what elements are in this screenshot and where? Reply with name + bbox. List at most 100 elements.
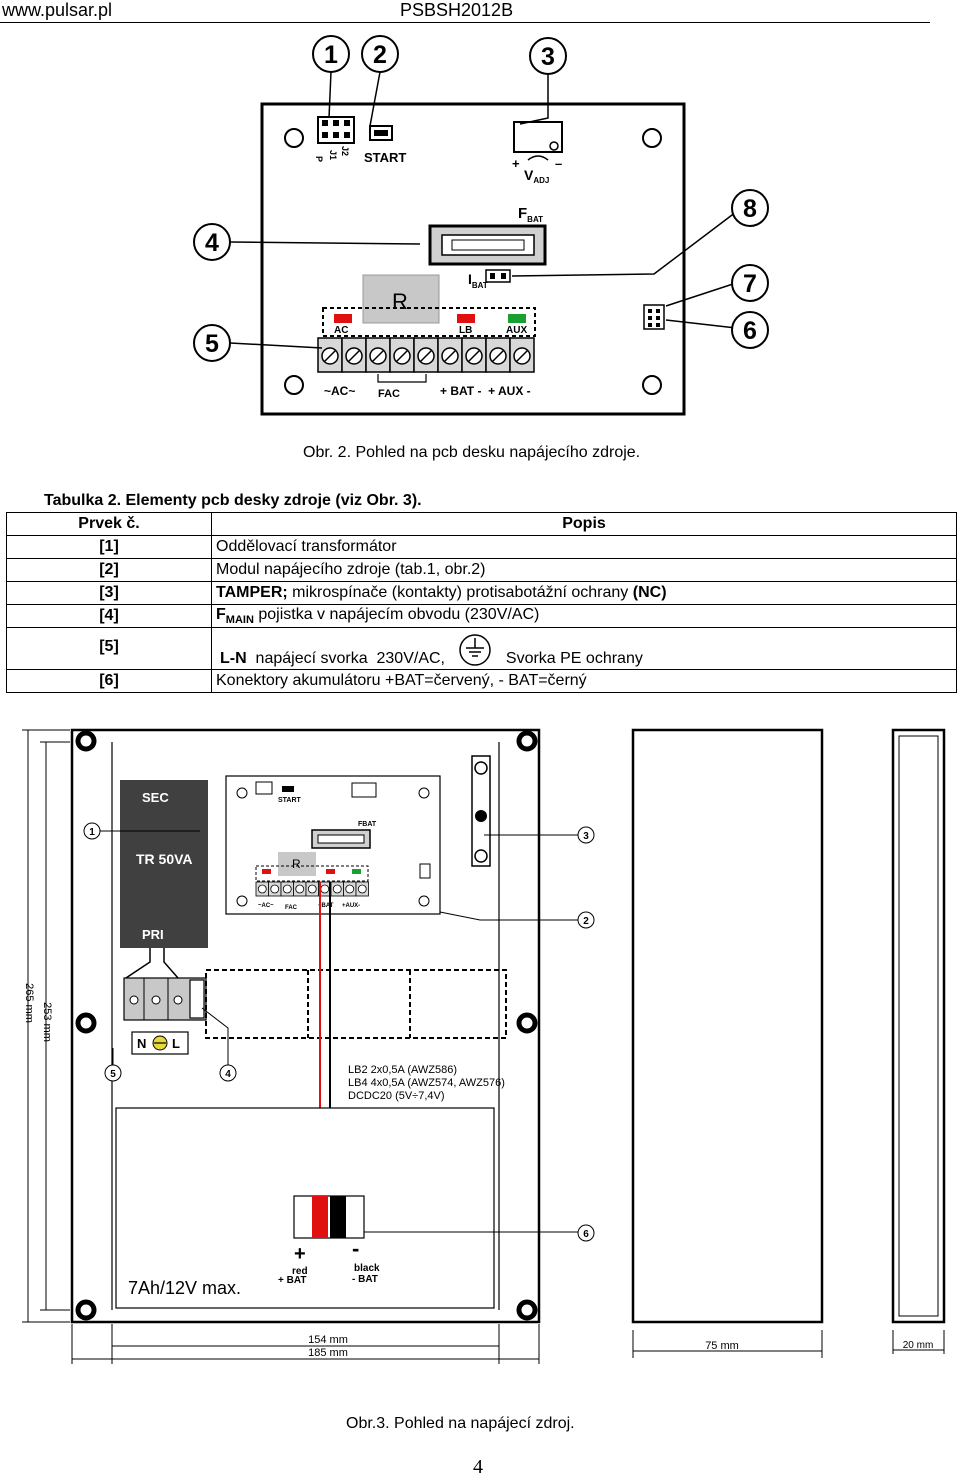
row-desc: L-N napájecí svorka 230V/AC, Svorka PE o… xyxy=(211,627,957,671)
terminal-screw xyxy=(365,337,391,373)
battery-capacity: 7Ah/12V max. xyxy=(128,1278,241,1298)
row-desc: Oddělovací transformátor xyxy=(211,535,957,559)
dim-h-outer: 265 mm xyxy=(23,983,35,1023)
mini-ac: ~AC~ xyxy=(258,903,274,909)
tamper-desc: mikrospínače (kontakty) protisabotážní o… xyxy=(287,584,633,601)
figure2-caption: Obr. 2. Pohled na pcb desku napájecího z… xyxy=(303,444,641,461)
row-desc: Konektory akumulátoru +BAT=červený, - BA… xyxy=(211,669,957,694)
vadj-pot xyxy=(513,121,563,153)
battery-red-term: + BAT xyxy=(278,1275,306,1286)
enclosure-door xyxy=(631,728,824,1324)
mini-terminal-strip xyxy=(255,881,369,897)
fmain-bold: F xyxy=(216,606,226,623)
col-header-item: Prvek č. xyxy=(6,512,212,536)
fbat-label: FBAT xyxy=(518,205,543,224)
mini-start: START xyxy=(278,797,302,804)
col-header-desc: Popis xyxy=(211,512,957,536)
callout-number: 5 xyxy=(205,330,219,358)
callout-circle: 1 xyxy=(83,822,101,840)
led-lb xyxy=(457,314,475,323)
callout-circle: 1 xyxy=(312,35,350,73)
row-desc: TAMPER; mikrospínače (kontakty) protisab… xyxy=(211,581,957,605)
battery-plus-sign: + xyxy=(294,1243,306,1265)
model-name: PSBSH2012B xyxy=(400,0,514,20)
callout-number: 8 xyxy=(743,195,757,223)
table-row: [5] L-N napájecí svorka 230V/AC, Svorka … xyxy=(6,627,957,671)
table2-title: Tabulka 2. Elementy pcb desky zdroje (vi… xyxy=(44,492,422,509)
callout-number: 1 xyxy=(324,41,338,69)
mini-terminal-screw xyxy=(343,881,357,897)
ln-bold: L-N xyxy=(220,650,247,668)
callout-circle: 6 xyxy=(577,1224,595,1242)
page-header: www.pulsar.pl PSBSH2012B xyxy=(0,0,960,24)
led-aux-label: AUX xyxy=(506,325,527,336)
mini-fbat: FBAT xyxy=(358,821,377,828)
battery-red-label: red xyxy=(292,1266,308,1277)
dim-w-inner: 154 mm xyxy=(308,1334,348,1346)
row-id: [5] xyxy=(6,627,212,671)
terminal-screw xyxy=(485,337,511,373)
page-number: 4 xyxy=(473,1456,483,1478)
led-ac xyxy=(334,314,352,323)
row-id: [1] xyxy=(6,535,212,559)
mini-terminal-screw xyxy=(255,881,269,897)
battery-black-label: black xyxy=(354,1263,380,1274)
terminal-screw xyxy=(509,337,535,373)
led-area xyxy=(322,307,536,337)
transformer-model: TR 50VA xyxy=(136,851,193,867)
enclosure-figure: 265 mm 253 mm SEC TR 50VA PRI N L LB2 2x… xyxy=(22,728,946,1364)
transformer-pri: PRI xyxy=(142,927,164,942)
figure3-caption: Obr.3. Pohled na napájecí zdroj. xyxy=(346,1415,575,1432)
led-lb-label: LB xyxy=(459,325,472,336)
row-id: [4] xyxy=(6,603,212,629)
mini-terminal-screw xyxy=(330,881,344,897)
callout-circle: 6 xyxy=(731,311,769,349)
fmain-desc: pojistka v napájecím obvodu (230V/AC) xyxy=(253,606,540,623)
vadj-label: VADJ xyxy=(524,167,549,185)
pe-desc: Svorka PE ochrany xyxy=(505,650,643,668)
callout-circle: 2 xyxy=(577,911,595,929)
line-label: L xyxy=(172,1036,180,1051)
jumper-j1-label: J1 xyxy=(328,150,338,160)
ln-desc: napájecí svorka 230V/AC, xyxy=(246,650,445,668)
callout-number: 3 xyxy=(583,831,589,842)
callout-number: 6 xyxy=(583,1229,589,1240)
row-id: [6] xyxy=(6,669,212,694)
terminal-screw xyxy=(461,337,487,373)
table-row: [2] Modul napájecího zdroje (tab.1, obr.… xyxy=(6,558,957,582)
callout-number: 4 xyxy=(205,229,219,257)
mini-bat: +BAT xyxy=(318,903,334,909)
callout-number: 5 xyxy=(110,1069,116,1080)
start-label: START xyxy=(364,150,406,165)
vadj-minus: – xyxy=(555,156,562,171)
row-desc: FMAIN pojistka v napájecím obvodu (230V/… xyxy=(211,603,957,629)
mini-terminal-screw xyxy=(280,881,294,897)
height-dimensions xyxy=(22,729,70,1323)
row-id: [2] xyxy=(6,558,212,582)
battery-black-term: - BAT xyxy=(352,1274,378,1285)
fig3-leaders xyxy=(100,830,578,1233)
row-desc: Modul napájecího zdroje (tab.1, obr.2) xyxy=(211,558,957,582)
module-lb2: LB2 2x0,5A (AWZ586) xyxy=(348,1064,457,1076)
enclosure-side xyxy=(891,728,946,1324)
enclosure-holes xyxy=(75,730,538,1321)
callout-circle: 5 xyxy=(193,324,231,362)
ibat-label: IBAT xyxy=(468,271,488,290)
row-id: [3] xyxy=(6,581,212,605)
relay-label: R xyxy=(392,289,408,314)
jumper-p-label: P xyxy=(314,156,324,162)
width-dimensions xyxy=(71,1324,540,1364)
ac-terminal-label: ~AC~ xyxy=(324,384,355,398)
site-url[interactable]: www.pulsar.pl xyxy=(2,0,113,20)
mini-aux: +AUX- xyxy=(342,903,360,909)
relay xyxy=(362,274,440,324)
mount-hole xyxy=(642,128,662,148)
dim-w-outer: 185 mm xyxy=(308,1347,348,1359)
mount-hole xyxy=(284,375,304,395)
nc-bold: (NC) xyxy=(632,584,667,601)
neutral-label: N xyxy=(137,1036,146,1051)
callout-number: 2 xyxy=(373,41,387,69)
pcb-figure: P J1 J2 START + – VADJ FBAT IBAT R AC LB… xyxy=(193,35,769,416)
tamper-bold: TAMPER; xyxy=(216,584,288,601)
table-row: [3] TAMPER; mikrospínače (kontakty) prot… xyxy=(6,581,957,605)
